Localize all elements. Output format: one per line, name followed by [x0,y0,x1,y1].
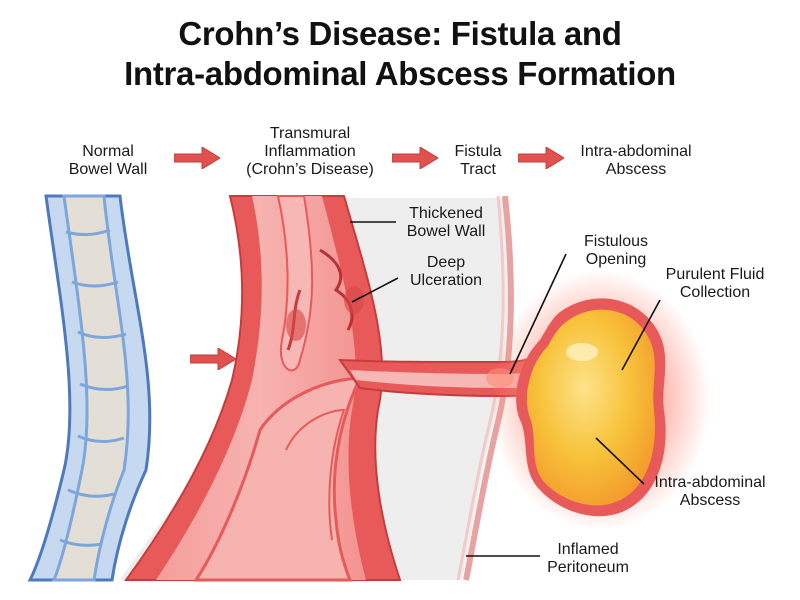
flow-arrow-icon [518,147,564,169]
flow-arrow-icon [174,147,220,169]
label-deep-ulceration: Deep Ulceration [409,254,483,289]
progression-arrow-icon [190,348,236,370]
stage-normal-bowel-wall: Normal Bowel Wall [68,143,148,178]
label-purulent-fluid-collection: Purulent Fluid Collection [665,266,765,301]
label-fistulous-opening: Fistulous Opening [583,233,649,268]
label-thickened-bowel-wall: Thickened Bowel Wall [406,205,486,240]
stage-intra-abdominal-abscess: Intra-abdominal Abscess [580,143,692,178]
label-inflamed-peritoneum: Inflamed Peritoneum [547,541,629,576]
flow-arrow-icon [392,147,438,169]
normal-bowel-wall [27,194,152,582]
label-intra-abdominal-abscess: Intra-abdominal Abscess [654,474,766,509]
abscess-shape [490,270,710,530]
inflamed-bowel [124,195,402,582]
title-line-1: Crohn’s Disease: Fistula and [178,15,622,52]
title-line-2: Intra-abdominal Abscess Formation [124,55,676,92]
leader-lines [350,221,661,557]
stage-fistula-tract: Fistula Tract [454,143,502,178]
diagram-title: Crohn’s Disease: Fistula and Intra-abdom… [0,14,800,94]
stage-transmural-inflammation: Transmural Inflammation (Crohn’s Disease… [246,125,374,178]
